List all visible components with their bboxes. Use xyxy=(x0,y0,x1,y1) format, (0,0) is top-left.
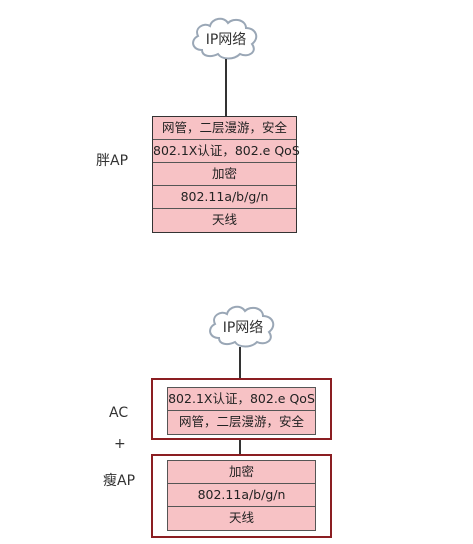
thin-ap-stack: 加密 802.11a/b/g/n 天线 xyxy=(167,460,316,531)
thin-ap-box xyxy=(151,454,332,538)
ac-label: AC xyxy=(109,405,129,421)
thin-ap-layer-antenna: 天线 xyxy=(168,507,315,530)
ac-layer-auth-qos-text: 802.1X认证，802.e QoS xyxy=(168,391,315,406)
fat-ap-layer-80211: 802.11a/b/g/n xyxy=(153,186,296,209)
thin-ap-label: 瘦AP xyxy=(103,473,136,489)
connector-line-bottom-upper xyxy=(239,347,241,378)
ac-box xyxy=(151,378,332,440)
plus-label: + xyxy=(114,436,126,452)
ac-layer-auth-qos: 802.1X认证，802.e QoS xyxy=(168,388,315,411)
fat-ap-stack: 网管，二层漫游，安全 802.1X认证，802.e QoS 加密 802.11a… xyxy=(152,116,300,233)
ac-stack: 802.1X认证，802.e QoS 网管，二层漫游，安全 xyxy=(167,387,316,435)
fat-ap-layer-antenna: 天线 xyxy=(153,209,296,232)
fat-ap-label: 胖AP xyxy=(96,153,129,169)
cloud-icon-top xyxy=(192,17,258,60)
cloud-label-top: IP网络 xyxy=(205,32,247,48)
cloud-label-bottom: IP网络 xyxy=(222,320,264,336)
ac-layer-management: 网管，二层漫游，安全 xyxy=(168,411,315,434)
fat-ap-layer-management: 网管，二层漫游，安全 xyxy=(153,117,296,140)
cloud-icon-bottom xyxy=(209,305,275,348)
connector-line-ac-ap xyxy=(239,440,241,454)
connector-line-top xyxy=(225,59,227,116)
fat-ap-layer-auth-qos: 802.1X认证，802.e QoS xyxy=(153,140,300,163)
fat-ap-layer-encryption: 加密 xyxy=(153,163,296,186)
thin-ap-layer-encryption: 加密 xyxy=(168,461,315,484)
fat-ap-layer-auth-qos-text: 802.1X认证，802.e QoS xyxy=(153,143,300,158)
thin-ap-layer-80211: 802.11a/b/g/n xyxy=(168,484,315,507)
